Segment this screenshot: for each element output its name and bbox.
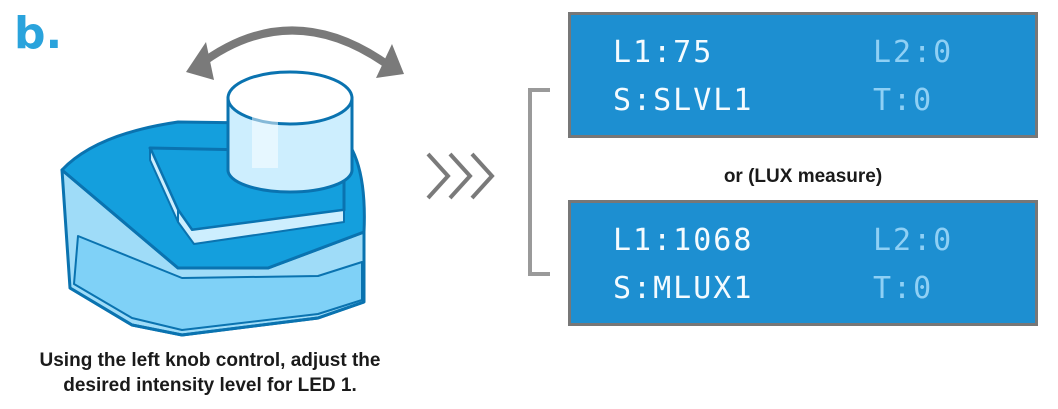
knob-illustration (60, 26, 404, 337)
lcd-led1-value: L1:75 (613, 35, 714, 70)
caption-line: Using the left knob control, adjust the (39, 350, 381, 371)
lcd-led2-value: L2:0 (873, 35, 954, 70)
instruction-caption: Using the left knob control, adjust the … (0, 348, 420, 398)
lcd-timer: T:0 (873, 271, 934, 306)
alternative-label: or (LUX measure) (723, 166, 883, 187)
caption-line: desired intensity level for LED 1. (63, 375, 357, 396)
lcd-led2-value: L2:0 (873, 223, 954, 258)
lcd-display-lux: L1:1068 L2:0 S:MLUX1 T:0 (568, 200, 1038, 326)
lcd-display-level: L1:75 L2:0 S:SLVL1 T:0 (568, 12, 1038, 138)
chevrons-right-icon (426, 152, 495, 200)
panel-label: b. (14, 8, 63, 59)
lcd-status: S:SLVL1 (613, 83, 754, 118)
rotate-arrow-icon (186, 26, 404, 80)
lcd-status: S:MLUX1 (613, 271, 754, 306)
options-bracket (528, 88, 550, 276)
lcd-timer: T:0 (873, 83, 934, 118)
lcd-led1-value: L1:1068 (613, 223, 754, 258)
